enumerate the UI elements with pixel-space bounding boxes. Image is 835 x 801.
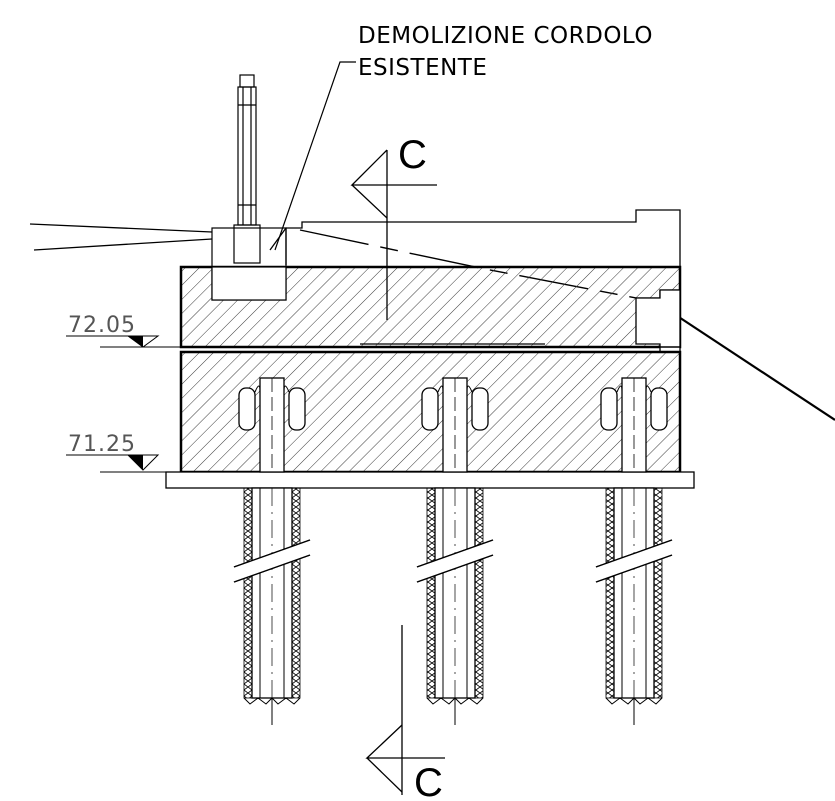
- elevation-label: 72.05: [68, 313, 136, 338]
- upper-slab: [179, 265, 682, 353]
- section-mark-bottom: C: [414, 761, 443, 801]
- elevation-marker-1: 72.05: [66, 313, 181, 348]
- base-plate: [165, 471, 695, 489]
- annotation-line-1: DEMOLIZIONE CORDOLO: [358, 23, 653, 49]
- elevation-label: 71.25: [68, 432, 136, 457]
- anchor-rods: [233, 377, 673, 725]
- elevation-marker-2: 71.25: [66, 432, 181, 473]
- section-cut-line: [350, 149, 445, 795]
- section-mark-top: C: [398, 133, 427, 177]
- annotation-line-2: ESISTENTE: [358, 55, 487, 81]
- anchor-rod: [595, 377, 673, 725]
- anchor-rod: [233, 377, 311, 725]
- anchor-rod: [416, 377, 494, 725]
- annotation-leader: [274, 61, 356, 251]
